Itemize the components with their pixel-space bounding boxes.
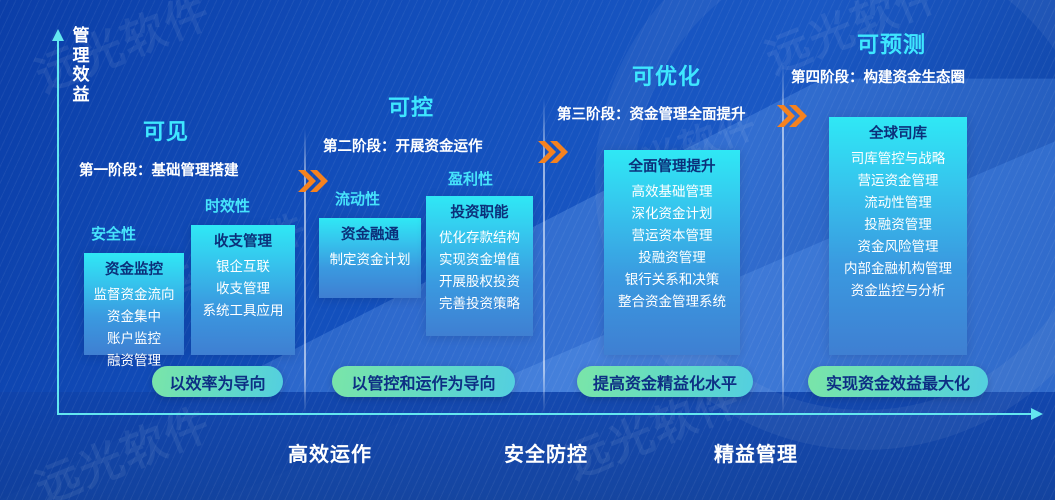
card-item: 完善投资策略 (439, 295, 520, 311)
stage-pill[interactable]: 以效率为导向 (152, 366, 283, 397)
stage-card[interactable]: 资金监控 监督资金流向 资金集中 账户监控 融资管理 (84, 253, 184, 368)
card-item: 账户监控 (107, 330, 161, 346)
stage-title: 可控 (388, 95, 435, 120)
card-item: 开展股权投资 (439, 273, 520, 289)
card-item: 整合资金管理系统 (618, 293, 726, 309)
card-item: 监督资金流向 (93, 286, 175, 302)
card-item: 资金集中 (107, 308, 161, 324)
stage-pill[interactable]: 实现资金效益最大化 (808, 366, 988, 397)
card-item: 高效基础管理 (631, 183, 713, 199)
stage-card[interactable]: 全面管理提升 高效基础管理 深化资金计划 营运资本管理 投融资管理 银行关系和决… (604, 150, 740, 355)
card-item: 投融资管理 (638, 249, 706, 265)
card-heading: 收支管理 (214, 234, 272, 250)
card-item: 投融资管理 (864, 216, 932, 232)
chevron-double-right-icon (775, 103, 809, 129)
card-item: 资金监控与分析 (850, 282, 946, 298)
stage-subtitle: 第二阶段：开展资金运作 (323, 139, 483, 155)
card-item: 司库管控与战略 (850, 150, 946, 166)
card-heading: 全面管理提升 (628, 159, 716, 175)
card-item: 营运资本管理 (631, 227, 713, 243)
card-item: 营运资金管理 (857, 172, 939, 188)
category-label: 安全性 (91, 226, 137, 243)
stage-pill[interactable]: 提高资金精益化水平 (577, 366, 753, 397)
card-item: 内部金融机构管理 (844, 260, 952, 276)
card-item: 资金风险管理 (857, 238, 939, 254)
card-item: 优化存款结构 (439, 229, 520, 245)
footer-label: 安全防控 (504, 444, 588, 466)
card-item: 实现资金增值 (439, 251, 520, 267)
stage-title: 可预测 (857, 32, 927, 57)
stage-pill[interactable]: 以管控和运作为导向 (332, 366, 515, 397)
column-divider (304, 128, 306, 413)
chevron-double-right-icon (536, 139, 570, 165)
stage-card[interactable]: 收支管理 银企互联 收支管理 系统工具应用 (191, 225, 295, 355)
column-divider (782, 62, 784, 413)
stage-subtitle: 第三阶段：资金管理全面提升 (557, 107, 746, 123)
footer-label: 精益管理 (714, 444, 798, 466)
card-item: 银企互联 (216, 258, 270, 274)
card-item: 系统工具应用 (202, 302, 284, 318)
y-axis-label: 管理效益 (72, 26, 90, 105)
card-item: 银行关系和决策 (624, 271, 720, 287)
stage-title: 可优化 (632, 64, 702, 89)
y-axis-arrow-icon (52, 29, 64, 415)
card-heading: 资金监控 (105, 262, 163, 278)
card-item: 深化资金计划 (631, 205, 713, 221)
stage-card[interactable]: 投资职能 优化存款结构 实现资金增值 开展股权投资 完善投资策略 (426, 196, 533, 336)
card-heading: 全球司库 (869, 126, 927, 142)
card-item: 流动性管理 (864, 194, 932, 210)
chevron-double-right-icon (296, 168, 330, 194)
card-item: 融资管理 (107, 352, 161, 368)
category-label: 流动性 (335, 191, 381, 208)
category-label: 盈利性 (448, 171, 494, 188)
stage-title: 可见 (143, 119, 190, 144)
stage-subtitle: 第四阶段：构建资金生态圈 (791, 70, 965, 86)
card-heading: 资金融通 (341, 227, 399, 243)
stage-subtitle: 第一阶段：基础管理搭建 (79, 163, 239, 179)
footer-label: 高效运作 (288, 444, 372, 466)
stage-card[interactable]: 资金融通 制定资金计划 (319, 218, 421, 298)
card-heading: 投资职能 (450, 205, 509, 221)
stage-card[interactable]: 全球司库 司库管控与战略 营运资金管理 流动性管理 投融资管理 资金风险管理 内… (829, 117, 967, 355)
card-item: 制定资金计划 (329, 251, 411, 267)
category-label: 时效性 (205, 198, 251, 215)
card-item: 收支管理 (216, 280, 270, 296)
column-divider (543, 98, 545, 413)
x-axis-arrow-icon (57, 408, 1043, 420)
